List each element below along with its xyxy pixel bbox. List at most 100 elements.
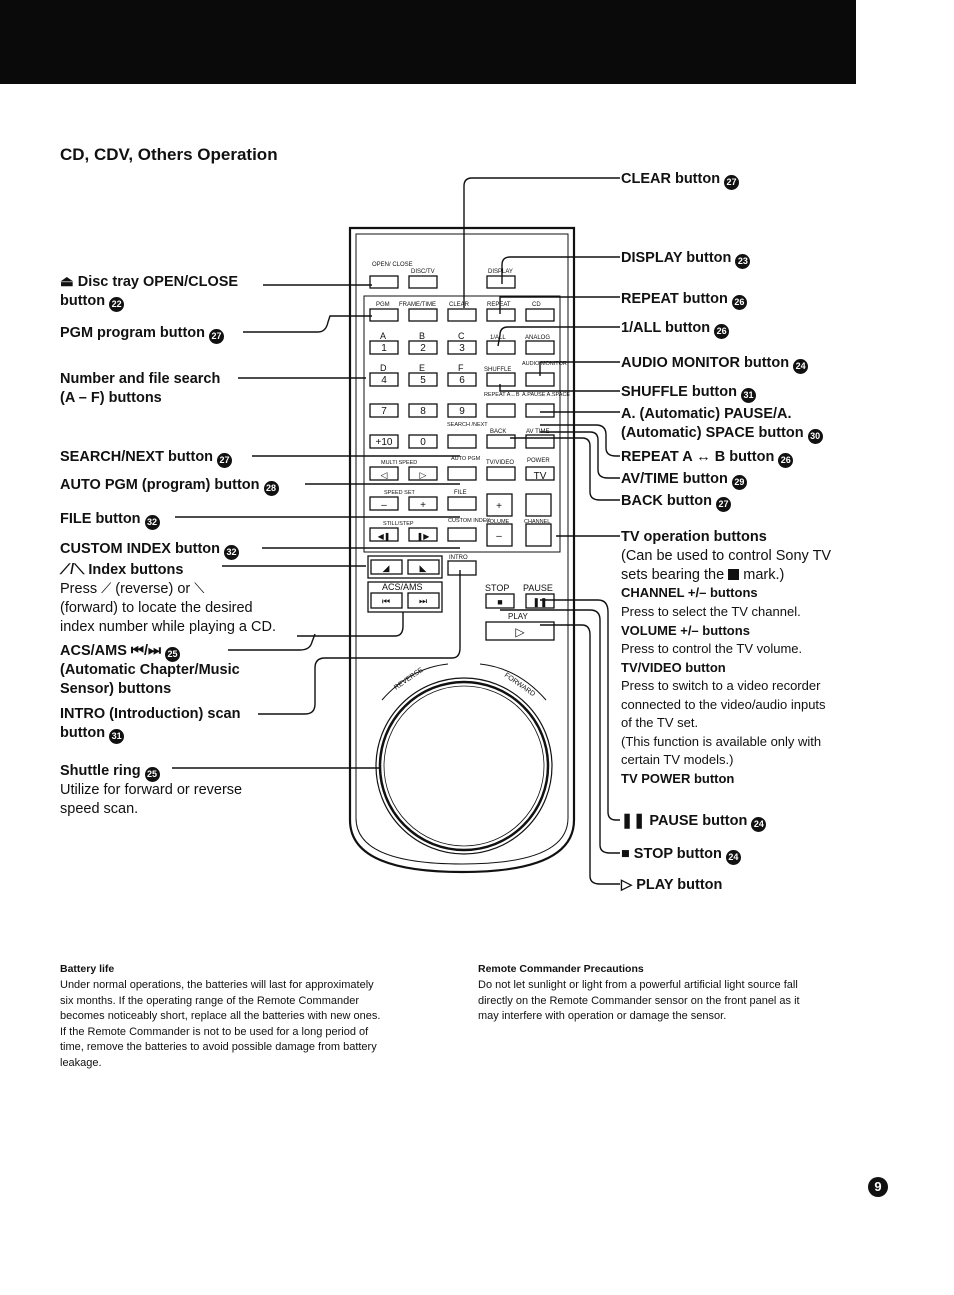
multi-speed-minus-button[interactable] <box>369 466 399 481</box>
repeat-button[interactable] <box>486 308 516 322</box>
rl-custom-index: CUSTOM INDEX <box>448 518 490 524</box>
key-7[interactable] <box>369 403 399 418</box>
rl-file: FILE <box>454 490 467 496</box>
acs-ams-next-button[interactable] <box>407 592 440 609</box>
clear-button[interactable] <box>447 308 477 322</box>
repeat-ab-button[interactable] <box>486 403 516 418</box>
rl-back: BACK <box>490 429 506 435</box>
av-time-button[interactable] <box>525 434 555 449</box>
tv-mark-icon <box>728 569 740 580</box>
tvvideo-desc-3: of the TV set. <box>621 715 699 730</box>
a-pause-button[interactable] <box>525 403 555 418</box>
key-1[interactable] <box>369 340 399 355</box>
label-acs-ams-line3: Sensor) buttons <box>60 681 172 697</box>
key-6[interactable] <box>447 372 477 387</box>
intro-button[interactable] <box>447 560 477 576</box>
key-2[interactable] <box>408 340 438 355</box>
top-header-bar <box>0 0 856 84</box>
label-intro: INTRO (Introduction) scan <box>60 706 241 722</box>
key-plus10[interactable] <box>369 434 399 449</box>
tv-desc-1: (Can be used to control Sony TV <box>621 548 832 564</box>
forward-index-icon: ⟍ <box>194 581 205 597</box>
key-0[interactable] <box>408 434 438 449</box>
rl-frame-time: FRAME/TIME <box>399 302 436 308</box>
channel-minus-button[interactable] <box>525 523 552 547</box>
index-fwd-icon: ◣ <box>420 563 427 573</box>
label-play: ▷ PLAY button <box>621 877 723 893</box>
index-reverse-button[interactable] <box>370 559 403 575</box>
num-7: 7 <box>381 406 387 417</box>
speed-fwd-icon: ▷ <box>420 470 427 480</box>
remote-diagram: OPEN/ CLOSE DISC/TV DISPLAY PGM FRAME/TI… <box>172 177 620 885</box>
play-button-icon: ▷ <box>515 625 525 639</box>
speed-set-minus-button[interactable] <box>369 496 399 511</box>
num-8: 8 <box>420 406 426 417</box>
back-button[interactable] <box>486 434 516 449</box>
label-channel: CHANNEL +/– buttons <box>621 585 758 600</box>
leader-audio-monitor <box>539 361 620 376</box>
pgm-button[interactable] <box>369 308 399 322</box>
audio-monitor-button[interactable] <box>525 372 555 387</box>
pause-button[interactable] <box>525 593 555 609</box>
remote-body-inner <box>355 233 569 865</box>
rl-a-pause: A.PAUSE A.SPACE <box>522 392 570 398</box>
tv-video-button[interactable] <box>486 466 516 481</box>
index-desc-2: (forward) to locate the desired <box>60 600 253 616</box>
rl-repeat: REPEAT <box>487 302 511 308</box>
skip-icons: ⏮/⏭ <box>130 643 162 659</box>
key-8[interactable] <box>408 403 438 418</box>
rl-intro: INTRO <box>449 555 468 561</box>
battery-text: Under normal operations, the batteries w… <box>60 978 380 1071</box>
shuffle-button[interactable] <box>486 372 516 387</box>
one-all-button[interactable] <box>486 340 516 355</box>
num-10: +10 <box>376 437 393 448</box>
tvvideo-desc-1: Press to switch to a video recorder <box>621 678 821 693</box>
rl-f: F <box>458 363 464 373</box>
shuttle-ring-outer[interactable] <box>375 677 553 855</box>
disc-tv-button[interactable] <box>408 275 438 289</box>
rl-c: C <box>458 331 465 341</box>
rl-analog: ANALOG <box>525 335 550 341</box>
cd-button[interactable] <box>525 308 555 322</box>
shuttle-ring[interactable] <box>378 680 550 852</box>
key-9[interactable] <box>447 403 477 418</box>
button-panel <box>363 295 561 553</box>
tv-power-button[interactable] <box>525 466 555 481</box>
rl-a: A <box>380 331 386 341</box>
open-close-button[interactable] <box>369 275 399 289</box>
search-next-button[interactable] <box>447 434 477 449</box>
label-acs-ams-line2: (Automatic Chapter/Music <box>60 662 240 678</box>
pause-button-icon: ❚❚ <box>532 597 547 608</box>
custom-index-button[interactable] <box>447 527 477 542</box>
next-track-icon: ⏭ <box>419 596 427 606</box>
channel-plus-button[interactable] <box>525 493 552 517</box>
volume-desc: Press to control the TV volume. <box>621 641 803 656</box>
index-desc-3: index number while playing a CD. <box>60 619 276 635</box>
stop-button[interactable] <box>485 593 515 609</box>
battery-title: Battery life <box>60 963 115 975</box>
volume-plus-button[interactable] <box>486 493 513 517</box>
still-step-fwd-button[interactable] <box>408 527 438 542</box>
play-icon: ▷ <box>621 877 633 893</box>
file-button[interactable] <box>447 496 477 511</box>
display-button[interactable] <box>486 275 516 289</box>
acs-ams-prev-button[interactable] <box>370 592 403 609</box>
volume-minus-button[interactable] <box>486 523 513 547</box>
rl-display: DISPLAY <box>488 269 513 275</box>
play-button[interactable] <box>485 621 555 641</box>
index-forward-button[interactable] <box>407 559 440 575</box>
speed-set-plus-button[interactable] <box>408 496 438 511</box>
still-step-rev-button[interactable] <box>369 527 399 542</box>
key-5[interactable] <box>408 372 438 387</box>
multi-speed-plus-button[interactable] <box>408 466 438 481</box>
key-3[interactable] <box>447 340 477 355</box>
auto-pgm-button[interactable] <box>447 466 477 481</box>
key-4[interactable] <box>369 372 399 387</box>
reverse-arrow <box>381 663 449 701</box>
analog-button[interactable] <box>525 340 555 355</box>
page-number: 9 <box>868 1177 888 1197</box>
channel-desc: Press to select the TV channel. <box>621 604 801 619</box>
frame-time-button[interactable] <box>408 308 438 322</box>
